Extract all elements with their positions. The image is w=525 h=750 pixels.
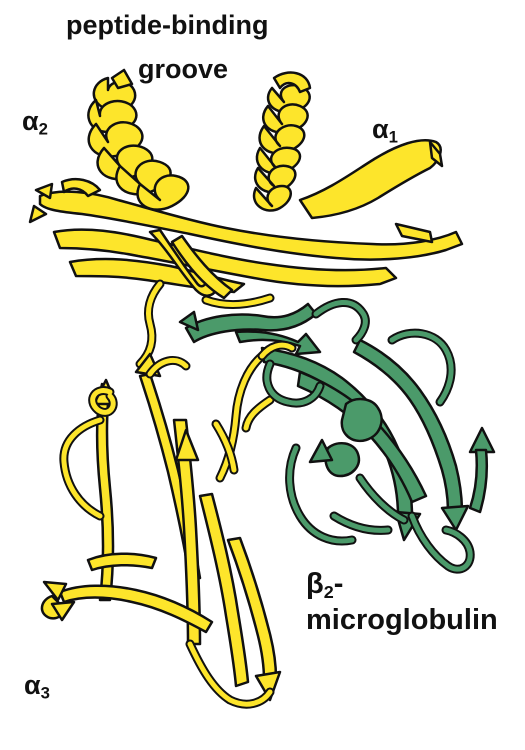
- alpha3-label: α3: [24, 672, 50, 699]
- alpha3-domain: [42, 354, 280, 700]
- alpha1-label: α1: [372, 116, 398, 143]
- alpha1-subscript: 1: [389, 128, 398, 147]
- peptide-binding-groove-label: peptide-binding: [66, 12, 268, 39]
- alpha3-symbol: α: [24, 670, 41, 700]
- beta2-subscript: 2: [324, 582, 334, 602]
- alpha2-subscript: 2: [39, 120, 48, 139]
- groove-label: groove: [138, 56, 228, 83]
- alpha1-symbol: α: [372, 114, 389, 144]
- alpha3-subscript: 3: [41, 684, 50, 703]
- title-line1-text: peptide-binding: [66, 10, 268, 40]
- beta2-label: β2-: [306, 570, 343, 599]
- beta2-dash: -: [334, 568, 344, 600]
- microglobulin-text: microglobulin: [306, 604, 498, 636]
- connecting-loops: [140, 284, 270, 478]
- alpha2-symbol: α: [22, 106, 39, 136]
- title-line2-text: groove: [138, 54, 228, 84]
- beta2-symbol: β: [306, 568, 324, 600]
- microglobulin-label: microglobulin: [306, 606, 498, 635]
- alpha1-helix: [254, 73, 442, 218]
- beta-sheet-platform: [30, 179, 462, 298]
- alpha2-helix: [88, 70, 188, 210]
- beta2-microglobulin-domain: [180, 304, 494, 540]
- alpha2-label: α2: [22, 108, 48, 135]
